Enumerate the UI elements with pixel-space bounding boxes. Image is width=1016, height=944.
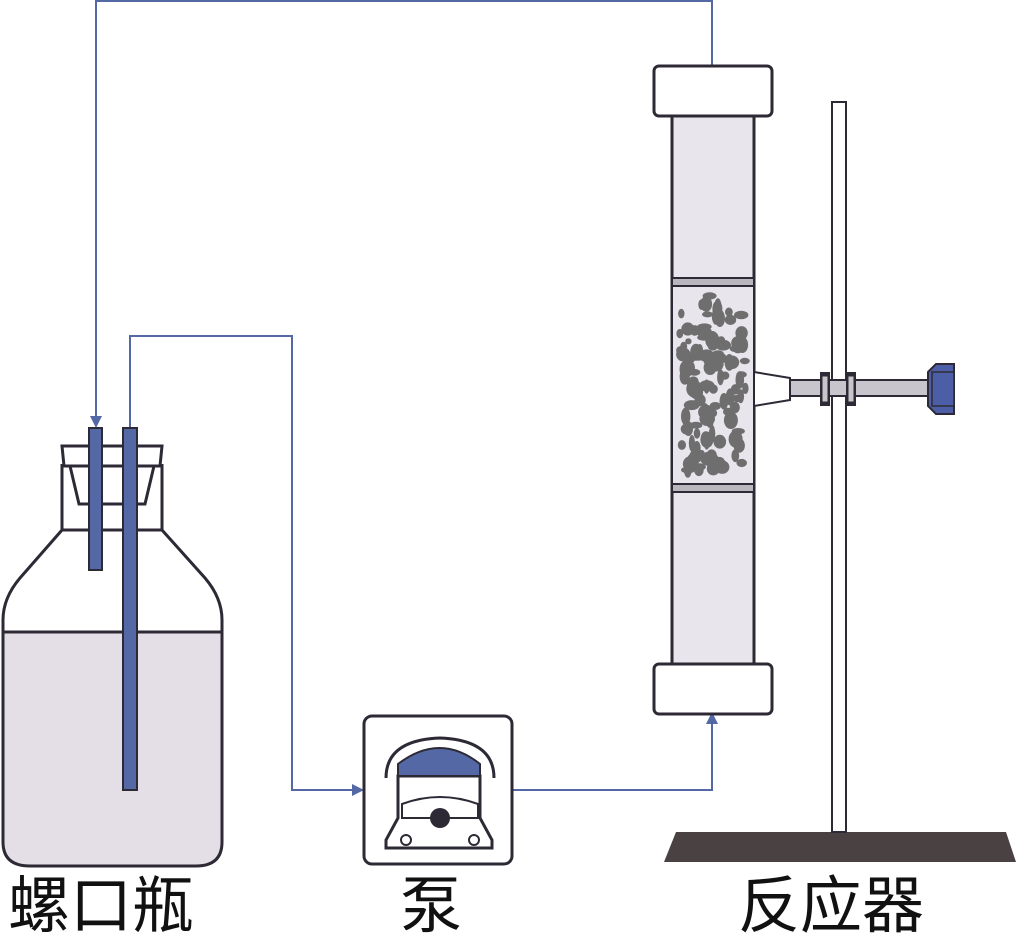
label-screw-bottle: 螺口瓶	[8, 869, 195, 942]
packing-particle	[698, 380, 715, 392]
packing-particle	[711, 308, 721, 325]
packing-particle	[709, 402, 721, 410]
packing-particle	[690, 352, 706, 361]
support-stand	[664, 101, 1016, 862]
packing-particle	[724, 314, 737, 325]
label-pump: 泵	[400, 869, 463, 942]
packing-particle	[700, 431, 714, 448]
bottle-stopper	[68, 464, 156, 506]
reactor-top-cap	[652, 64, 774, 118]
packing-particle	[685, 338, 692, 345]
packing-particle	[677, 440, 687, 450]
packing-particle	[696, 327, 710, 338]
packing-particles	[676, 292, 750, 478]
feed-tubing	[129, 335, 364, 796]
packing-particle	[733, 438, 745, 453]
reactor-inlet-tubing	[512, 712, 718, 791]
packing-particle	[678, 308, 685, 319]
return-tubing	[90, 0, 713, 428]
packing-particle	[737, 389, 745, 404]
packing-particle	[679, 362, 688, 377]
clamp-jaw	[753, 370, 791, 408]
clamp-arm	[789, 379, 929, 397]
packing-particle	[739, 357, 750, 365]
packing-particle	[702, 311, 713, 318]
packing-particle	[687, 453, 700, 462]
bottle-body	[1, 464, 224, 868]
packing-particle	[706, 449, 717, 462]
packing-particle	[681, 413, 689, 422]
label-reactor: 反应器	[738, 869, 925, 942]
packing-particle	[706, 418, 714, 428]
packing-particle	[680, 341, 688, 352]
packing-particle	[676, 328, 684, 339]
packing-particle	[742, 382, 749, 395]
packing-particle	[723, 411, 738, 429]
packing-particle	[713, 434, 727, 449]
packing-particle	[734, 310, 749, 320]
packing-particle	[731, 336, 744, 350]
stand-rod	[831, 101, 847, 833]
packing-particle	[717, 336, 726, 344]
bottle-long-tube	[122, 427, 138, 791]
packing-particle	[724, 355, 740, 370]
packing-particle	[688, 368, 701, 376]
packing-particle	[736, 458, 747, 468]
packing-particle	[736, 371, 747, 378]
stand-base	[664, 832, 1016, 862]
bottle-short-tube	[88, 427, 103, 571]
pump-rotor-hub	[430, 808, 450, 828]
peristaltic-pump	[362, 714, 514, 866]
packing-particle	[725, 388, 735, 406]
pump-head-cover	[397, 747, 481, 777]
packing-particle	[693, 428, 701, 439]
packing-particle	[698, 404, 714, 420]
packing-particle	[723, 407, 733, 416]
bottle-stopper-top	[60, 444, 164, 468]
bottle-liquid	[3, 632, 222, 866]
screw-bottle	[1, 427, 224, 868]
packing-particle	[690, 463, 706, 471]
packing-particle	[715, 460, 730, 474]
column-clamp	[753, 363, 955, 415]
reactor-bottom-cap	[652, 662, 774, 716]
reactor-column	[652, 64, 774, 716]
packing-particle	[683, 421, 694, 436]
packing-particle	[731, 428, 745, 435]
packing-particle	[725, 307, 733, 317]
packing-particle	[720, 371, 730, 380]
packing-particle	[698, 449, 705, 457]
packing-particle	[694, 393, 706, 407]
packing-particle	[714, 352, 723, 367]
packing-particle	[731, 449, 740, 463]
packing-particle	[686, 379, 702, 398]
packing-particle	[698, 299, 705, 310]
